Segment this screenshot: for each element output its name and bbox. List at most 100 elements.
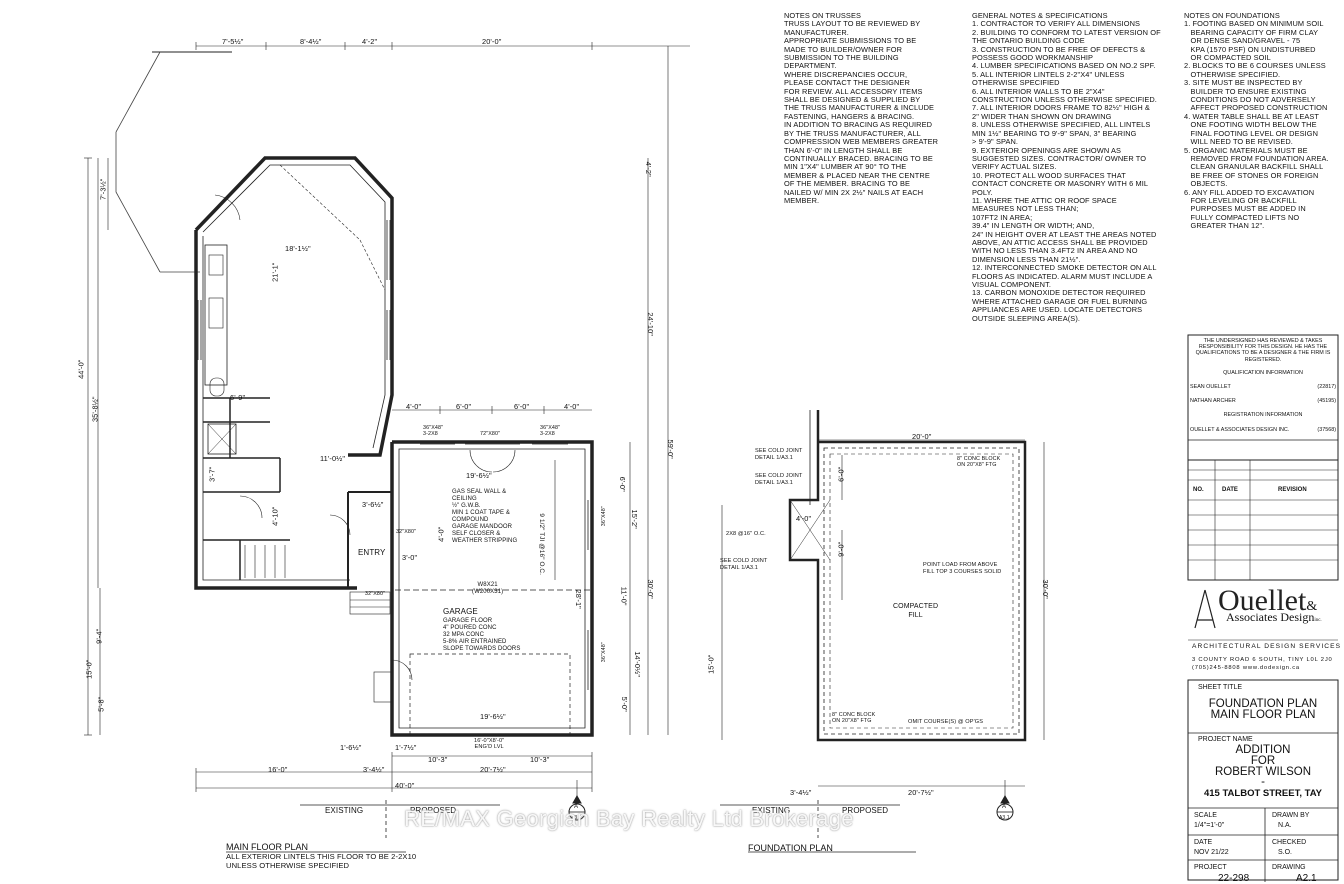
garage-dim-4: 5'-0" — [619, 696, 629, 712]
room-dim-4: 19'-6½" — [466, 471, 492, 480]
window-3: 36"x48" 3-2X8 — [540, 425, 561, 437]
foundation-dim-a: 6'-0" — [836, 466, 846, 482]
project-address: 415 TALBOT STREET, TAY — [1203, 788, 1323, 799]
qualification-title: QUALIFICATION INFORMATION — [1223, 369, 1303, 376]
dim-top-1: 7'-5½" — [222, 37, 244, 46]
designer-name-1: SEAN OUELLET — [1190, 384, 1231, 391]
proposed-label-main: PROPOSED — [410, 806, 457, 815]
cold-joint-note-2: SEE COLD JOINT DETAIL 1/A3.1 — [755, 473, 803, 486]
dim-left-c: 9'-4" — [94, 628, 104, 644]
qualification-block: THE UNDERSIGNED HAS REVIEWED & TAKES RES… — [1190, 338, 1336, 433]
section-mark-main: A — [574, 804, 579, 810]
door-note: 16'-0"x8'-0" ENG'D LVL — [474, 738, 505, 751]
garage-dim-5: 15'-2" — [629, 509, 639, 529]
logo-sub-text: Associates Design — [1226, 610, 1315, 624]
main-plan-subtitle-2: UNLESS OTHERWISE SPECIFIED — [226, 861, 350, 870]
dim-garage-top-4: 4'-0" — [564, 402, 580, 411]
firm-name: OUELLET & ASSOCIATES DESIGN INC. — [1190, 426, 1290, 433]
omit-courses-note: OMIT COURSE(S) @ OP'GS — [908, 719, 984, 725]
dim-top-2: 8'-4½" — [300, 37, 322, 46]
section-ref-main: A3.1 — [571, 815, 582, 821]
dim-garage-top-1: 4'-0" — [406, 402, 422, 411]
designer-name-2: NATHAN ARCHER — [1190, 398, 1236, 405]
project-no-label: PROJECT — [1194, 864, 1227, 871]
dim-right-4: 30'-0" — [645, 579, 655, 599]
garage-spec: GARAGE FLOOR 4" POURED CONC 32 MPa CONC … — [443, 618, 521, 652]
dim-right-1: 4'-2" — [643, 161, 653, 177]
window-2: 72"x80" — [480, 431, 501, 437]
company-contact: (705)245-8808 www.dodesign.ca — [1192, 665, 1300, 671]
company-services: ARCHITECTURAL DESIGN SERVICES — [1192, 643, 1342, 650]
foundation-dim-bottom-2: 20'-7½" — [908, 788, 934, 797]
cold-joint-note-1: SEE COLD JOINT DETAIL 1/A3.1 — [755, 448, 803, 461]
compacted-fill-label: COMPACTED FILL — [893, 603, 939, 619]
scale-label: SCALE — [1194, 812, 1217, 819]
dim-bottom-3: 20'-7½" — [480, 765, 506, 774]
room-dim-7: 3'-7" — [207, 466, 217, 482]
garage-dim-6: 6'-0" — [617, 476, 627, 492]
dim-left-total: 44'-0" — [76, 359, 86, 379]
main-plan-title: MAIN FLOOR PLAN — [226, 842, 309, 852]
dim-bottom-2: 3'-4½" — [363, 765, 385, 774]
dim-left-b: 35'-8½" — [90, 396, 100, 423]
foundation-dim-top: 20'-0" — [912, 432, 932, 441]
designer-bcin-2: (45195) — [1317, 398, 1336, 405]
room-dim-8: 4'-10" — [270, 506, 280, 526]
dim-bottom-1: 16'-0" — [268, 765, 288, 774]
room-dim-10: 3'-6½" — [362, 500, 384, 509]
garage-dim-1: 28'-1" — [573, 589, 583, 609]
window-6: 32"x80" — [396, 529, 417, 535]
conc-block-note-1: 8" CONC BLOCK ON 20"X8" FTG — [957, 456, 1001, 469]
room-dim-1: 18'-1½" — [285, 244, 311, 253]
company-logo: Ouellet& Associates Designinc. — [1218, 584, 1322, 626]
garage-dim-7: 11'-0" — [619, 586, 629, 606]
sheet-title-line-1: FOUNDATION PLAN — [1208, 698, 1318, 710]
dim-top-4: 20'-0" — [482, 37, 502, 46]
garage-dim-3: 14'-0½" — [633, 651, 643, 678]
cold-joint-note-3: SEE COLD JOINT DETAIL 1/A3.1 — [720, 558, 768, 571]
existing-label-main: EXISTING — [325, 806, 364, 815]
room-dim-5: 19'-6½" — [480, 712, 506, 721]
dim-left-d: 15'-0" — [84, 659, 94, 679]
project-name-line-2: FOR — [1250, 755, 1276, 767]
point-load-note: POINT LOAD FROM ABOVE FILL TOP 3 COURSES… — [923, 562, 1002, 575]
logo-inc: inc. — [1314, 618, 1322, 623]
dim-left-e: 5'-8" — [96, 696, 106, 712]
notes-on-trusses: NOTES ON TRUSSES TRUSS LAYOUT TO BE REVI… — [784, 11, 939, 205]
beam-label: W8X21 (W200X31) — [472, 582, 504, 595]
dim-bottom2-4: 10'-3" — [530, 755, 550, 764]
dim-bottom2-2: 1'-7½" — [395, 743, 417, 752]
truss-note: 9 1/2" TJI @16" O.C. — [537, 513, 545, 575]
project-name-line-4: - — [1261, 776, 1265, 788]
room-dim-6: 6'-9" — [230, 393, 246, 402]
registration-title: REGISTRATION INFORMATION — [1223, 412, 1303, 419]
foundation-dim-bottom-1: 3'-4½" — [790, 788, 812, 797]
drawing-no-label: DRAWING — [1272, 864, 1306, 871]
notes-on-foundations: NOTES ON FOUNDATIONS 1. FOOTING BASED ON… — [1184, 11, 1329, 231]
drawn-by-value: N.A. — [1278, 822, 1292, 829]
section-mark-foundation: A — [1002, 804, 1007, 810]
proposed-label-foundation: PROPOSED — [842, 806, 889, 815]
room-dim-2: 21'-1" — [270, 262, 280, 282]
firm-bcin: (37568) — [1317, 426, 1336, 433]
revision-col-revision: REVISION — [1278, 487, 1307, 493]
project-name-line-3: ROBERT WILSON — [1214, 766, 1312, 778]
brokerage-watermark: RE/MAX Georgian Bay Realty Ltd Brokerage — [404, 806, 854, 831]
dim-right-2: 24'-10" — [646, 312, 656, 337]
project-name-line-1: ADDITION — [1235, 744, 1291, 756]
checked-value: S.O. — [1278, 849, 1293, 856]
dim-bottom2-3: 10'-3" — [428, 755, 448, 764]
designer-bcin-1: (22817) — [1317, 384, 1336, 391]
dim-bottom-total: 40'-0" — [395, 781, 415, 790]
drawing-no-value: A2.1 — [1296, 873, 1317, 884]
section-ref-foundation: A3.1 — [999, 815, 1010, 821]
main-plan-subtitle-1: ALL EXTERIOR LINTELS THIS FLOOR TO BE 2-… — [226, 852, 417, 861]
foundation-dim-left: 15'-0" — [706, 654, 716, 674]
logo-ampersand: & — [1306, 599, 1318, 614]
room-dim-3: 11'-0½" — [320, 454, 346, 463]
drawn-by-label: DRAWN BY — [1272, 812, 1310, 819]
revision-col-no: NO. — [1193, 487, 1204, 493]
checked-label: CHECKED — [1272, 839, 1307, 846]
project-no-value: 22-298 — [1218, 873, 1250, 884]
